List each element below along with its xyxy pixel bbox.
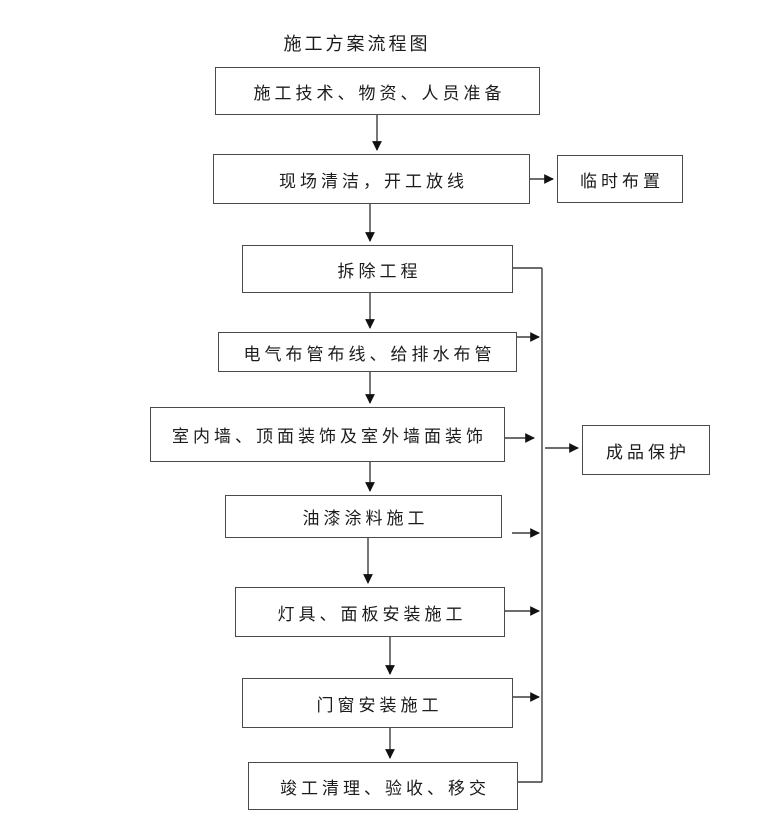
flowchart-title: 施工方案流程图 [283,34,431,55]
node-paint-coating: 油漆涂料施工 [225,495,502,538]
node-electrical-plumbing: 电气布管布线、给排水布管 [218,332,517,372]
node-fixtures-panels: 灯具、面板安装施工 [235,587,505,637]
node-completion-handover: 竣工清理、验收、移交 [248,762,518,810]
node-preparation: 施工技术、物资、人员准备 [215,67,540,115]
node-site-clean: 现场清洁，开工放线 [213,154,530,204]
node-product-protection: 成品保护 [582,425,710,475]
node-demolition: 拆除工程 [242,245,513,293]
node-wall-ceiling-decoration: 室内墙、顶面装饰及室外墙面装饰 [150,407,505,462]
node-temp-layout: 临时布置 [557,155,683,203]
node-doors-windows: 门窗安装施工 [242,678,513,728]
